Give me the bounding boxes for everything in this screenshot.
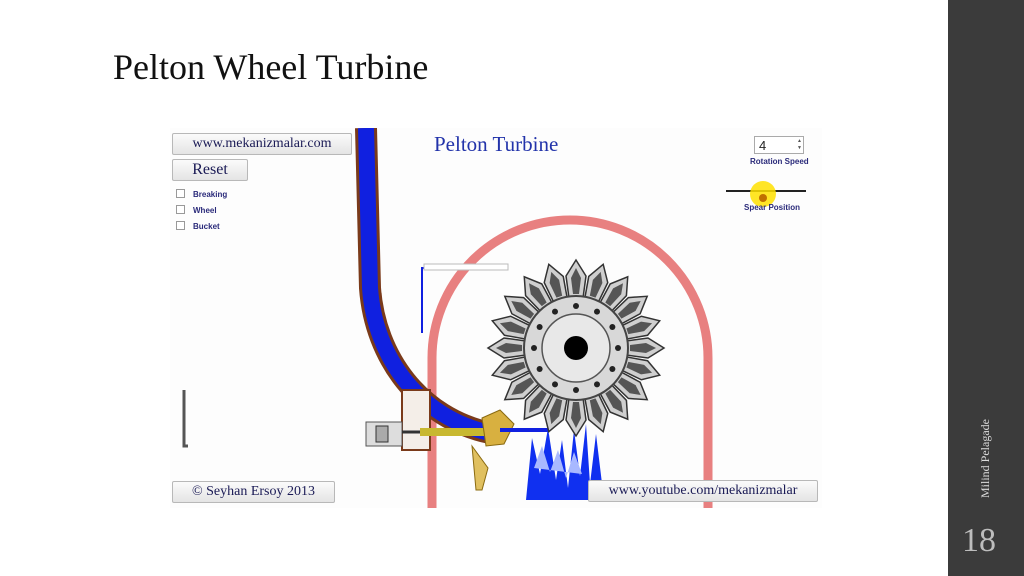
checkbox-icon[interactable] — [176, 205, 185, 214]
water-jet-icon — [526, 424, 604, 500]
page-number: 18 — [962, 522, 996, 559]
wheel-bucket-shade — [496, 343, 522, 353]
wheel-bucket-shade — [626, 321, 653, 335]
rotation-speed-label: Rotation Speed — [750, 157, 809, 166]
wheel-bucket-shade — [605, 389, 624, 413]
wheel-bolt — [615, 345, 621, 351]
wheel-checkbox[interactable]: Wheel — [176, 205, 217, 215]
wheel-bolt — [552, 381, 558, 388]
spear-housing — [401, 389, 431, 451]
youtube-button[interactable]: www.youtube.com/mekanizmalar — [588, 480, 818, 502]
wheel-bucket-shade — [630, 343, 656, 353]
wheel-bucket-shade — [511, 377, 535, 396]
wheel-bolt — [552, 308, 558, 315]
copyright-button[interactable]: © Seyhan Ersoy 2013 — [172, 481, 335, 503]
spear-position-label: Spear Position — [744, 203, 801, 212]
spinner-icon[interactable]: ▲▼ — [797, 138, 802, 151]
wheel-bucket-shade — [499, 321, 526, 335]
spear-rod-brass — [420, 428, 486, 436]
wheel-bucket-shade — [589, 271, 603, 298]
wheel-bucket-shade — [605, 283, 624, 307]
wheel-bolt — [536, 324, 543, 330]
wheel-bucket-shade — [511, 300, 535, 319]
wheel-bucket-shade — [571, 268, 581, 294]
wheel-bucket-shade — [617, 300, 641, 319]
wheel-bolt — [573, 303, 579, 309]
wheel-bucket-shade — [589, 398, 603, 425]
wheel-bucket-shade — [528, 389, 547, 413]
bucket-checkbox[interactable]: Bucket — [176, 221, 220, 231]
slide-title: Pelton Wheel Turbine — [113, 47, 429, 87]
turbine-wheel-icon — [486, 258, 666, 438]
author-name: Milind Pelagade — [978, 419, 992, 498]
wheel-bucket-shade — [571, 402, 581, 428]
wheel-bolt — [594, 381, 600, 388]
checkbox-icon[interactable] — [176, 189, 185, 198]
wheel-bolt — [573, 387, 579, 393]
spear-valve-icon — [471, 444, 489, 491]
breaking-checkbox[interactable]: Breaking — [176, 189, 227, 199]
wheel-bucket-shade — [617, 377, 641, 396]
brake-lever — [182, 390, 188, 448]
reset-button[interactable]: Reset — [172, 159, 248, 181]
nozzle-icon — [481, 409, 515, 447]
wheel-bucket-shade — [626, 361, 653, 375]
turbine-diagram — [182, 128, 806, 508]
deflector-plate — [423, 263, 509, 271]
checkbox-icon[interactable] — [176, 221, 185, 230]
rotation-speed-input[interactable]: 4▲▼ — [754, 136, 804, 154]
turbine-casing — [427, 215, 713, 508]
side-bar — [948, 0, 1024, 576]
wheel-bolt — [536, 366, 543, 372]
wheel-bolt — [609, 324, 616, 330]
pelton-simulation: www.mekanizmalar.com Reset Breaking Whee… — [170, 128, 822, 508]
simulation-title: Pelton Turbine — [434, 132, 559, 156]
wheel-bucket-shade — [499, 361, 526, 375]
wheel-bucket-shade — [528, 283, 547, 307]
wheel-bucket-shade — [549, 271, 563, 298]
wheel-bolt — [609, 366, 616, 372]
wheel-bolt — [594, 308, 600, 315]
wheel-bolt — [531, 345, 537, 351]
wheel-bucket-shade — [549, 398, 563, 425]
wheel-shaft — [564, 336, 588, 360]
penstock-water — [358, 128, 492, 441]
website-button[interactable]: www.mekanizmalar.com — [172, 133, 352, 155]
